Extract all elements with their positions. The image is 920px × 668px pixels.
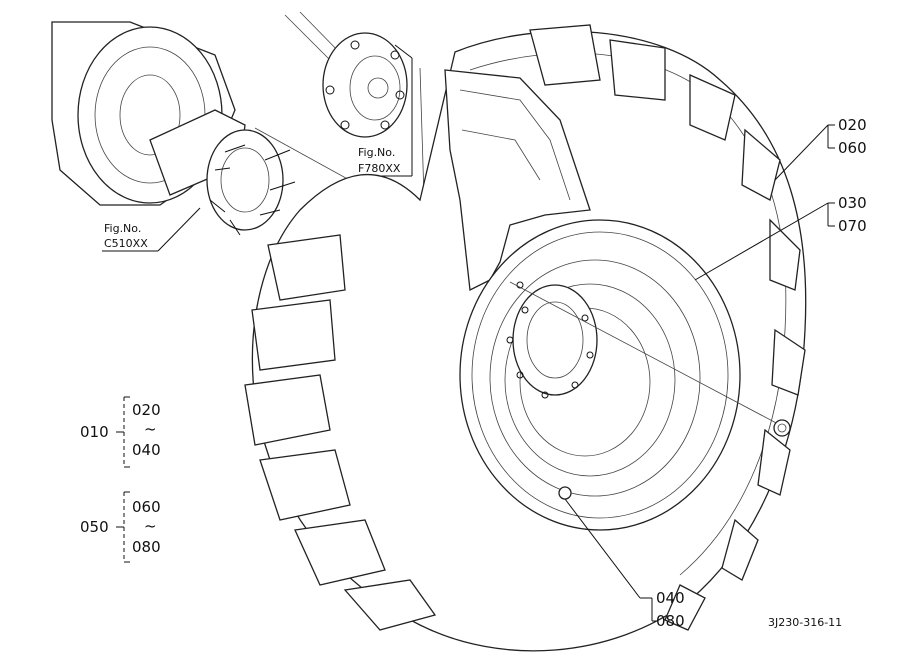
group-010-to: 040 [132, 441, 161, 459]
figure-ref-c510xx: Fig.No. C510XX [102, 207, 201, 252]
group-050: 050 060 ~ 080 [80, 491, 161, 563]
group-050-from: 060 [132, 498, 161, 516]
callout-060: 060 [838, 139, 867, 157]
drawing-id: 3J230-316-11 [768, 616, 842, 629]
callout-020-060: 020 060 [774, 116, 867, 181]
callout-030: 030 [838, 194, 867, 212]
figure-ref-f780xx: Fig.No. F780XX [356, 44, 413, 177]
callout-040-080: 040 080 [651, 589, 685, 630]
svg-text:C510XX: C510XX [104, 237, 148, 250]
group-010-from: 020 [132, 401, 161, 419]
callout-030-070: 030 070 [694, 194, 867, 281]
group-010-tilde: ~ [144, 420, 157, 438]
callout-080: 080 [656, 612, 685, 630]
tire-cutaway [444, 69, 591, 291]
group-050-to: 080 [132, 538, 161, 556]
hub-detail [284, 11, 408, 138]
callout-020: 020 [838, 116, 867, 134]
valve-stem [558, 486, 652, 599]
group-050-label: 050 [80, 518, 109, 536]
svg-text:F780XX: F780XX [358, 162, 401, 175]
svg-text:Fig.No.: Fig.No. [358, 146, 395, 159]
group-050-tilde: ~ [144, 517, 157, 535]
callout-040: 040 [656, 589, 685, 607]
wheel-rim [459, 219, 741, 531]
group-010: 010 020 ~ 040 [80, 396, 161, 468]
svg-text:Fig.No.: Fig.No. [104, 222, 141, 235]
group-010-label: 010 [80, 423, 109, 441]
axle-assembly [51, 21, 296, 236]
callout-070: 070 [838, 217, 867, 235]
valve-nut [509, 281, 791, 437]
